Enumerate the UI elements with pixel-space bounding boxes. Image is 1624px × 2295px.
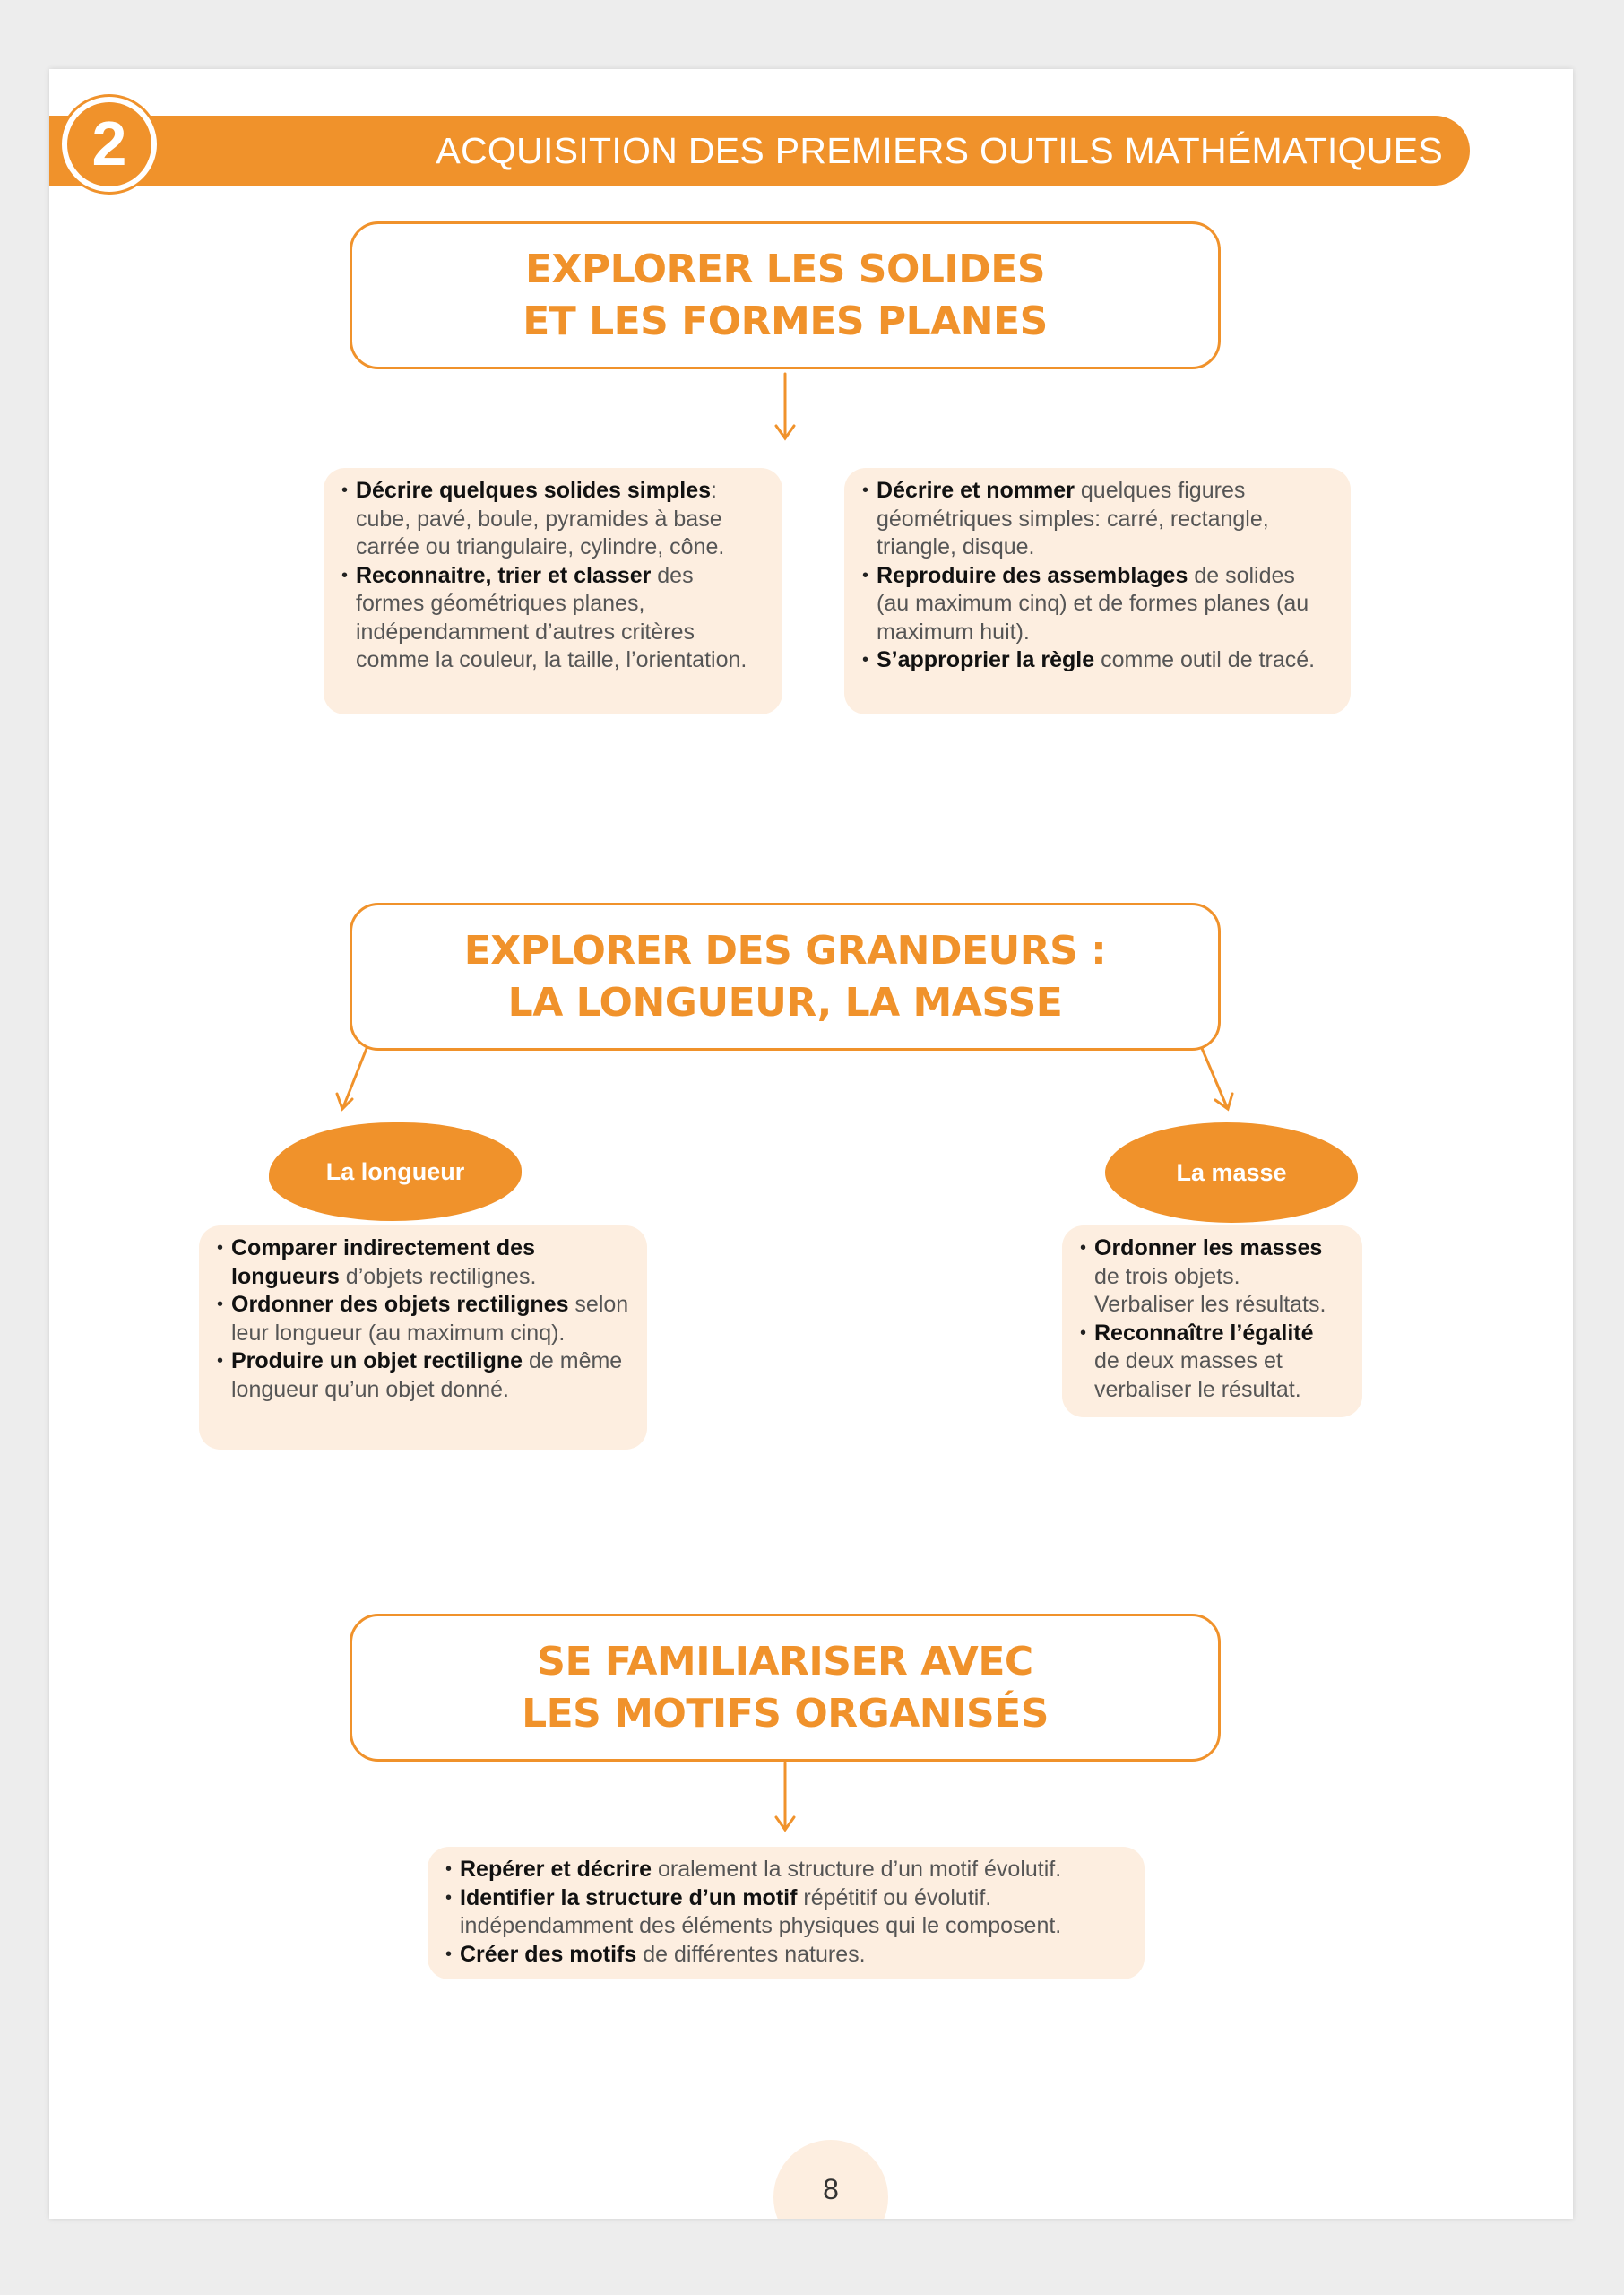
section-title-motifs: SE FAMILIARISER AVEC LES MOTIFS ORGANISÉ… (350, 1614, 1221, 1762)
list-item: Repérer et décrire oralement la structur… (445, 1856, 1127, 1884)
chapter-header-band: ACQUISITION DES PREMIERS OUTILS MATHÉMAT… (49, 116, 1470, 186)
connector-arrows (335, 372, 1234, 1832)
page: ACQUISITION DES PREMIERS OUTILS MATHÉMAT… (49, 69, 1573, 2219)
section-title-line: LA LONGUEUR, LA MASSE (507, 979, 1063, 1026)
section-title-line: EXPLORER LES SOLIDES (524, 246, 1046, 292)
list-item: Reproduire des assemblages de solides (a… (862, 562, 1333, 647)
list-item: Ordonner les masses de trois objets. Ver… (1080, 1234, 1344, 1320)
label-masse: La masse (1105, 1122, 1358, 1223)
list-item: Ordonner des objets rectilignes selon le… (217, 1291, 629, 1347)
card-formes-planes: Décrire et nommer quelques figures géomé… (844, 468, 1351, 714)
chapter-title: ACQUISITION DES PREMIERS OUTILS MATHÉMAT… (436, 130, 1443, 171)
list-item: Décrire quelques solides simples: cube, … (341, 477, 764, 562)
card-solides: Décrire quelques solides simples: cube, … (324, 468, 782, 714)
section-title-line: EXPLORER DES GRANDEURS : (463, 927, 1107, 974)
list-item: Reconnaitre, trier et classer des formes… (341, 562, 764, 675)
list-item: Décrire et nommer quelques figures géomé… (862, 477, 1333, 562)
list-item: Reconnaître l’égalité de deux masses et … (1080, 1320, 1344, 1405)
chapter-number-badge: 2 (62, 97, 157, 192)
list-item: Créer des motifs de différentes natures. (445, 1941, 1127, 1970)
list-item: Produire un objet rectiligne de même lon… (217, 1347, 629, 1404)
section-title-grandeurs: EXPLORER DES GRANDEURS : LA LONGUEUR, LA… (350, 903, 1221, 1051)
section-title-solides: EXPLORER LES SOLIDES ET LES FORMES PLANE… (350, 221, 1221, 369)
card-motifs: Repérer et décrire oralement la structur… (428, 1847, 1145, 1979)
label-longueur: La longueur (269, 1122, 522, 1221)
list-item: Identifier la structure d’un motif répét… (445, 1884, 1127, 1941)
card-masse: Ordonner les masses de trois objets. Ver… (1062, 1225, 1362, 1417)
section-title-line: ET LES FORMES PLANES (523, 298, 1048, 344)
section-title-line: LES MOTIFS ORGANISÉS (522, 1690, 1049, 1736)
list-item: Comparer indirectement des longueurs d’o… (217, 1234, 629, 1291)
card-longueur: Comparer indirectement des longueurs d’o… (199, 1225, 647, 1450)
section-title-line: SE FAMILIARISER AVEC (537, 1638, 1033, 1684)
list-item: S’approprier la règle comme outil de tra… (862, 646, 1333, 675)
